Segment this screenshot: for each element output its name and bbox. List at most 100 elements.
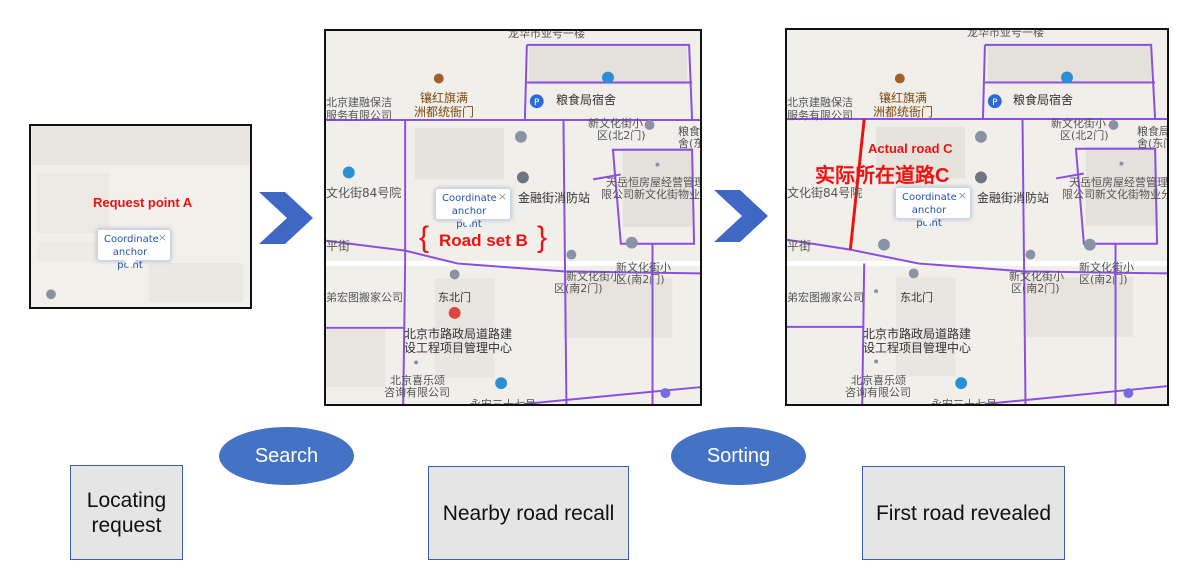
map-label: 咨询有限公司 <box>845 386 911 399</box>
svg-text:P: P <box>534 98 540 108</box>
map-label: 粮食局宿 <box>1137 125 1169 138</box>
map-label: 区(南2门) <box>616 273 665 286</box>
gate-icon <box>644 120 655 130</box>
map-label: 新文化街小 <box>566 270 621 283</box>
shop-icon <box>660 388 671 399</box>
map-label: 限公司新文化街物业分 <box>1062 188 1169 201</box>
map-label: 舍(东门) <box>1137 137 1167 150</box>
map-label: 咨询有限公司 <box>384 386 450 399</box>
map-label: 新文化街小 <box>1009 270 1064 283</box>
gate-icon <box>449 269 460 280</box>
map-label: 粮食局宿舍 <box>556 93 617 107</box>
map-label: 镶红旗满 <box>879 91 928 105</box>
step-label: Nearby road recall <box>442 501 615 525</box>
map-label: 区(南2门) <box>554 282 603 295</box>
map-label: 限公司新文化街物业分 <box>601 188 702 201</box>
map-label: 北京建融保洁 <box>787 96 853 109</box>
residence-icon <box>342 166 355 179</box>
toilet-icon <box>46 289 56 300</box>
map-label: 永安三十七号 <box>931 398 997 406</box>
parking-icon <box>987 94 1002 109</box>
map-label: 洲都统衙门 <box>873 105 934 119</box>
poi-dot <box>874 289 879 294</box>
coordinate-anchor-callout[interactable]: Coordinate anchor point × <box>895 187 971 229</box>
actual-road-cn-label: 实际所在道路C <box>815 165 950 187</box>
map-label: 区(北2门) <box>597 129 646 142</box>
landmark-icon <box>433 73 444 84</box>
step-first-road-revealed: First road revealed <box>862 466 1065 560</box>
map-label: 新文化街小 <box>1079 261 1134 274</box>
step-label: First road revealed <box>875 501 1052 525</box>
map-label: 新文化街小 <box>1051 117 1106 130</box>
step-label: Locating request <box>86 488 167 537</box>
map-label: 北京市路政局道路建 <box>863 327 972 341</box>
gate-icon <box>1025 249 1036 260</box>
callout-pointer <box>124 260 136 269</box>
map-label: 区(北2门) <box>1060 129 1109 142</box>
coordinate-anchor-callout[interactable]: Coordinate anchor point × <box>97 229 171 271</box>
map-label: 弟宏图搬家公司 <box>326 291 403 304</box>
map-label: 东北门 <box>438 291 471 304</box>
map-label: 平街 <box>326 239 351 253</box>
map-label: 区(南2门) <box>1011 282 1060 295</box>
map-label: 北京喜乐颂 <box>390 374 445 387</box>
nearby-road-map-panel: P 龙华市亚号一楼 镶红旗满 洲都统衙门 北京建融保洁 服务有限公司 粮食局宿舍… <box>324 29 702 406</box>
bank-icon <box>602 71 614 84</box>
gate-icon <box>908 268 919 279</box>
map-label: 文化街84号院 <box>326 186 402 200</box>
map-label: 新文化街小 <box>588 117 643 130</box>
map-label: 洲都统衙门 <box>414 105 475 119</box>
callout-line-1: Coordinate <box>442 193 497 204</box>
map-label: 金融街消防站 <box>977 191 1050 205</box>
shop-icon <box>1123 388 1134 399</box>
map-label: 新文化街小 <box>616 261 671 274</box>
chevron-right-icon <box>714 190 768 242</box>
office-icon <box>495 377 508 390</box>
toilet-icon <box>975 130 987 143</box>
map-label: 北京喜乐颂 <box>851 374 906 387</box>
sorting-action: Sorting <box>671 427 806 485</box>
request-map-panel: Request point A Coordinate anchor point … <box>29 124 252 309</box>
map-label: 粮食局宿 <box>678 125 700 138</box>
close-icon[interactable]: × <box>497 190 507 203</box>
map-label: 设工程项目管理中心 <box>404 341 513 355</box>
callout-line-1: Coordinate <box>902 192 957 203</box>
first-road-map-background: P <box>787 30 1167 404</box>
map-label: 镶红旗满 <box>420 91 469 105</box>
parking-icon <box>529 94 544 109</box>
right-brace: } <box>537 221 548 254</box>
map-label: 平街 <box>787 239 812 253</box>
poi-dot <box>414 360 419 365</box>
map-label: 龙华市亚号一楼 <box>508 29 585 40</box>
map-label: 粮食局宿舍 <box>1013 93 1074 107</box>
poi-dot <box>655 162 660 167</box>
poi-dot <box>1119 161 1124 166</box>
request-point-label: Request point A <box>93 195 193 210</box>
map-label: 区(南2门) <box>1079 273 1128 286</box>
coordinate-anchor-callout[interactable]: Coordinate anchor point × <box>435 188 511 230</box>
toilet-icon <box>878 238 890 251</box>
map-label: 北京建融保洁 <box>326 96 392 109</box>
actual-road-label: Actual road C <box>868 141 953 156</box>
map-label: 天岳恒房屋经营管理有 <box>606 176 700 189</box>
callout-pointer <box>922 218 934 227</box>
map-label: 舍(东门) <box>678 137 700 150</box>
map-label: 弟宏图搬家公司 <box>787 291 864 304</box>
landmark-icon <box>894 73 905 84</box>
toilet-icon <box>1083 238 1096 251</box>
fire-station-icon <box>975 171 987 184</box>
request-map-background <box>31 126 250 307</box>
toilet-icon <box>514 130 527 143</box>
map-label: 金融街消防站 <box>518 191 591 205</box>
bank-icon <box>1061 71 1073 84</box>
close-icon[interactable]: × <box>157 231 167 244</box>
callout-line-1: Coordinate <box>104 234 159 245</box>
first-road-map-panel: P 龙华市亚号一楼 镶红旗满 洲都统衙门 北京建融保洁 服务有限公司 粮食局宿舍… <box>785 28 1169 406</box>
fire-station-icon <box>516 171 529 184</box>
office-icon <box>955 377 968 390</box>
toilet-icon <box>625 236 638 249</box>
close-icon[interactable]: × <box>957 189 967 202</box>
step-locating-request: Locating request <box>70 465 183 560</box>
map-label: 龙华市亚号一楼 <box>967 28 1044 39</box>
map-label: 东北门 <box>900 291 933 304</box>
